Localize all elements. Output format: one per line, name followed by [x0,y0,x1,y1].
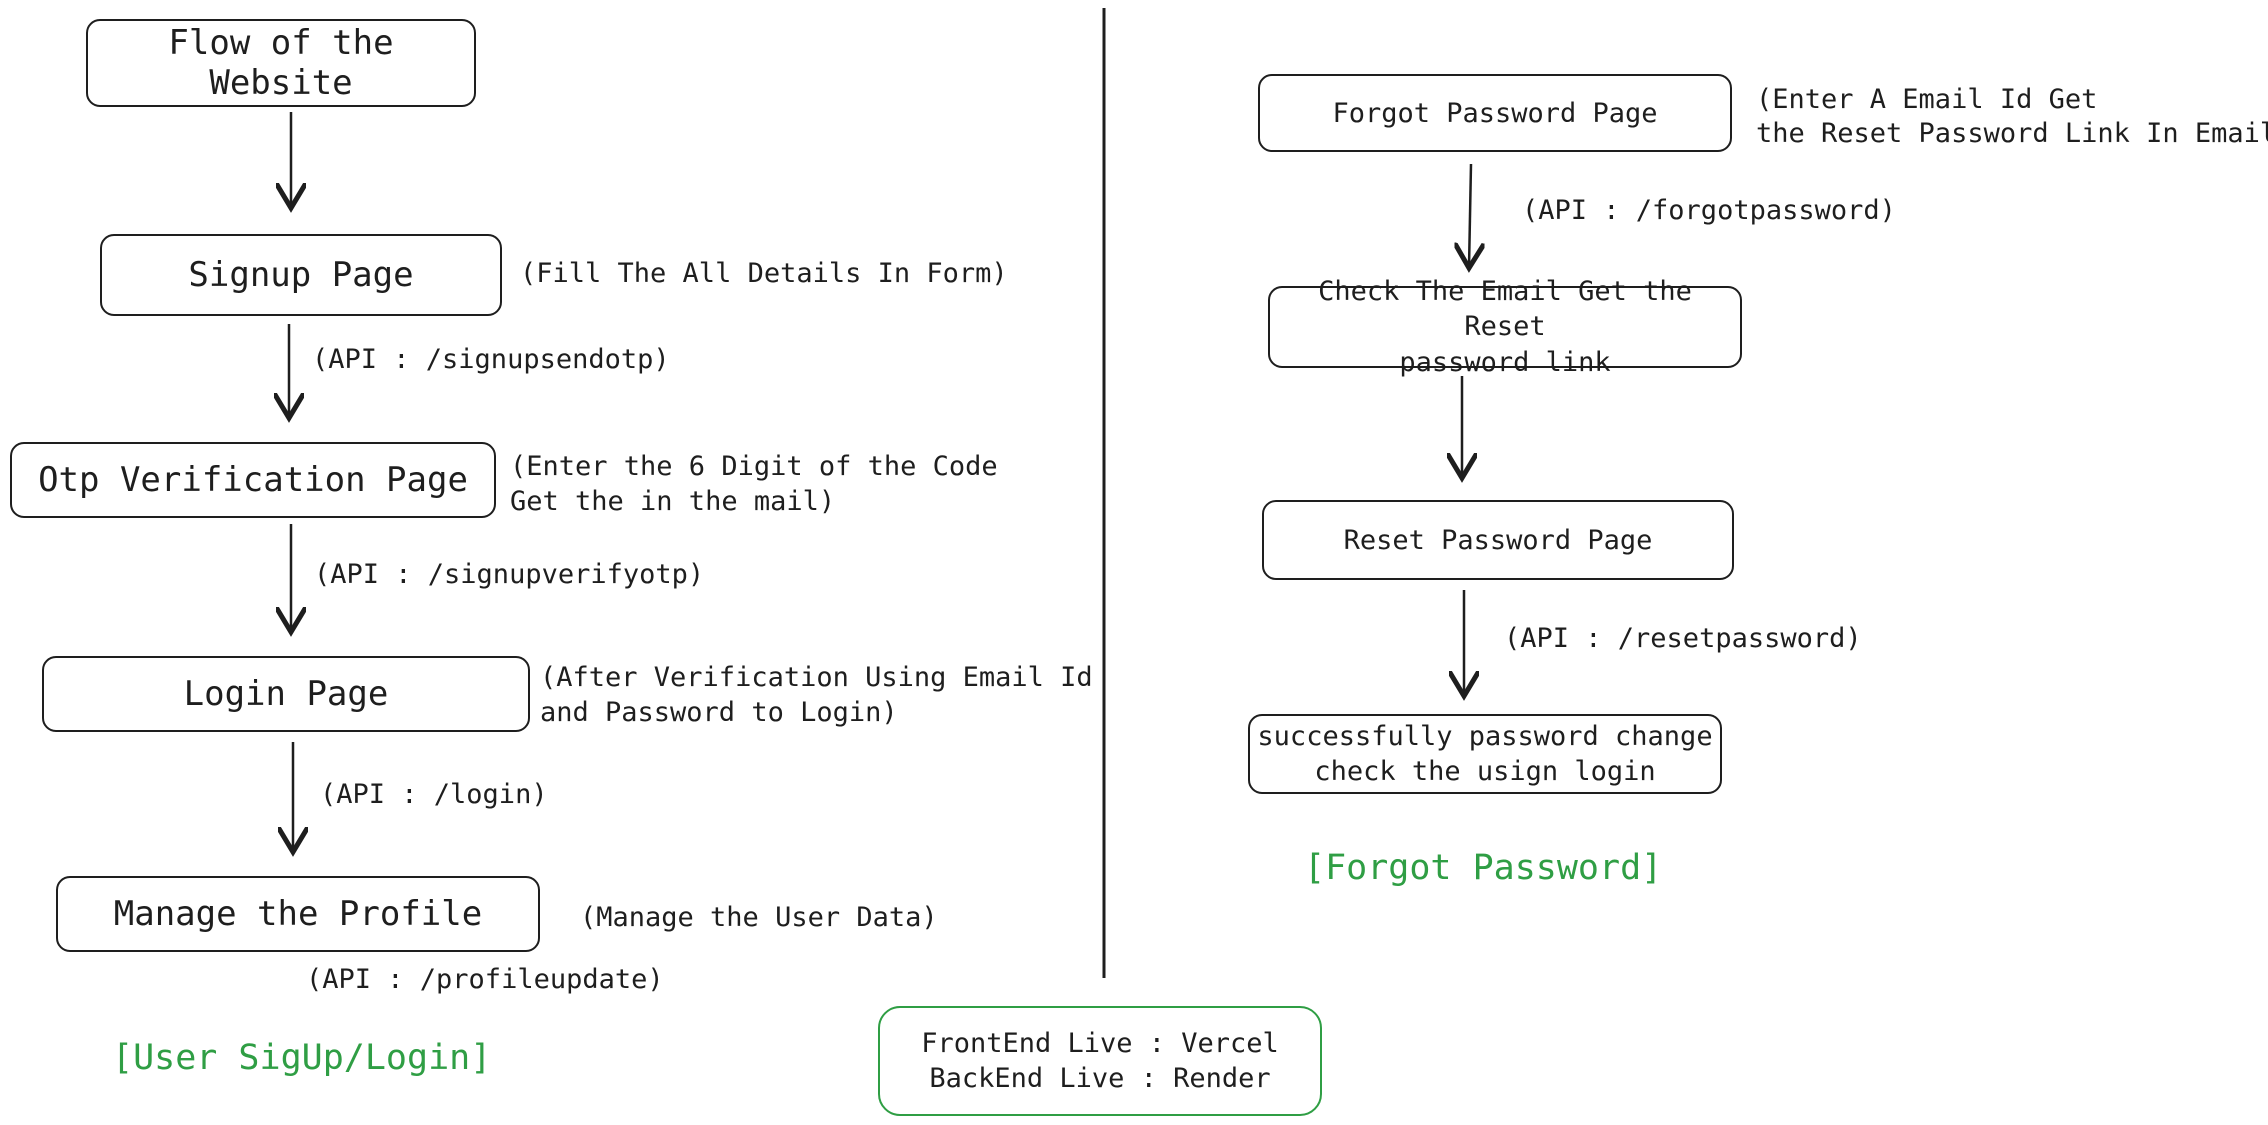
deploy-info-box: FrontEnd Live : Vercel BackEnd Live : Re… [878,1006,1322,1116]
api-login: (API : /login) [320,779,548,810]
success-line2: check the usign login [1314,756,1656,787]
api-signupverifyotp: (API : /signupverifyotp) [314,559,705,590]
success-box: successfully password change check the u… [1248,714,1722,794]
reset-password-page-label: Reset Password Page [1343,524,1653,556]
reset-password-page-box: Reset Password Page [1262,500,1734,580]
otp-note-line2: Get the in the mail) [510,486,836,517]
otp-page-box: Otp Verification Page [10,442,496,518]
section-label-forgot-password: [Forgot Password] [1304,848,1663,888]
otp-page-label: Otp Verification Page [38,460,468,500]
check-email-box: Check The Email Get the Reset password l… [1268,276,1742,378]
forgot-note-line1: (Enter A Email Id Get [1756,84,2098,115]
login-note-line1: (After Verification Using Email Id [540,662,1093,693]
signup-page-box: Signup Page [100,234,502,316]
forgot-note-line2: the Reset Password Link In Email) [1756,118,2268,149]
login-page-box: Login Page [42,656,530,732]
forgot-password-page-label: Forgot Password Page [1332,97,1658,129]
success-line1: successfully password change [1257,720,1713,752]
arrow-forgot-to-check [1469,163,1471,268]
manage-profile-box: Manage the Profile [56,876,540,952]
profile-note: (Manage the User Data) [580,902,938,933]
api-signupsendotp: (API : /signupsendotp) [312,344,670,375]
check-email-line1: Check The Email Get the Reset [1318,276,1692,343]
manage-profile-label: Manage the Profile [113,894,483,934]
signup-page-label: Signup Page [188,255,414,295]
api-profileupdate: (API : /profileupdate) [306,964,664,995]
section-label-user-signup-login: [User SigUp/Login] [112,1038,492,1078]
forgot-password-page-box: Forgot Password Page [1258,74,1732,152]
signup-note: (Fill The All Details In Form) [520,258,1008,289]
deploy-backend: BackEnd Live : Render [929,1063,1271,1094]
otp-note-line1: (Enter the 6 Digit of the Code [510,451,998,482]
check-email-line2: password link [1399,346,1611,378]
api-forgotpassword: (API : /forgotpassword) [1522,195,1896,226]
flow-title-box: Flow of the Website [86,19,476,107]
flow-title: Flow of the Website [168,23,394,103]
login-note-line2: and Password to Login) [540,697,898,728]
login-page-label: Login Page [183,674,389,714]
api-resetpassword: (API : /resetpassword) [1504,623,1862,654]
deploy-frontend: FrontEnd Live : Vercel [921,1027,1279,1059]
